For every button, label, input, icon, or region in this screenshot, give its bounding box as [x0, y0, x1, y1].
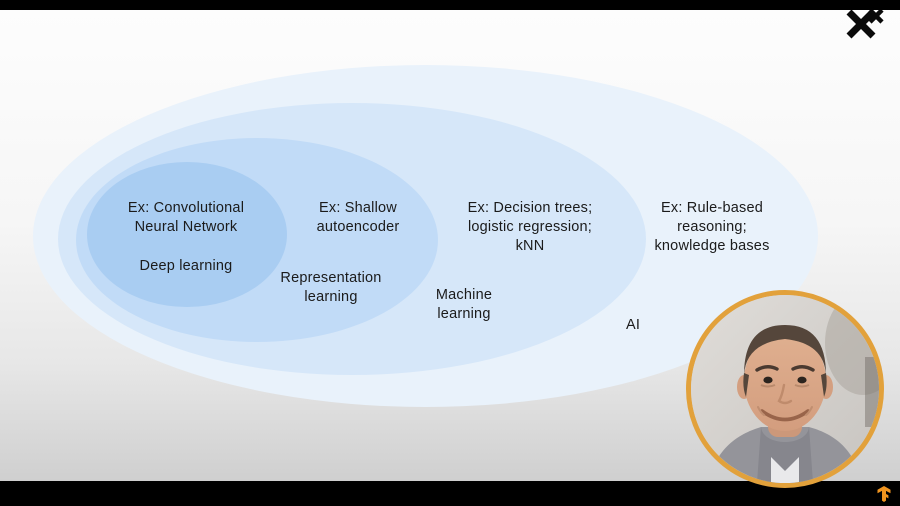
ellipse-deep-learning	[87, 162, 287, 307]
slide-background: Ex: Convolutional Neural Network Deep le…	[0, 10, 900, 481]
orange-brand-icon	[877, 486, 891, 506]
machine-learning-example: Ex: Decision trees; logistic regression;…	[467, 200, 593, 255]
machine-learning-label: Machine learning	[435, 287, 493, 323]
representation-learning-example: Ex: Shallow autoencoder	[316, 200, 400, 236]
channel-logo-icon	[846, 8, 884, 45]
deep-learning-label: Deep learning	[139, 258, 233, 274]
ai-label: AI	[625, 317, 641, 333]
letterbox-top	[0, 0, 900, 10]
deep-learning-example: Ex: Convolutional Neural Network	[127, 200, 245, 236]
presenter-face	[691, 295, 879, 483]
letterbox-bottom	[0, 481, 900, 506]
representation-learning-label: Representation learning	[280, 270, 382, 306]
ai-example: Ex: Rule-based reasoning; knowledge base…	[654, 200, 770, 255]
webcam-overlay	[686, 290, 884, 488]
